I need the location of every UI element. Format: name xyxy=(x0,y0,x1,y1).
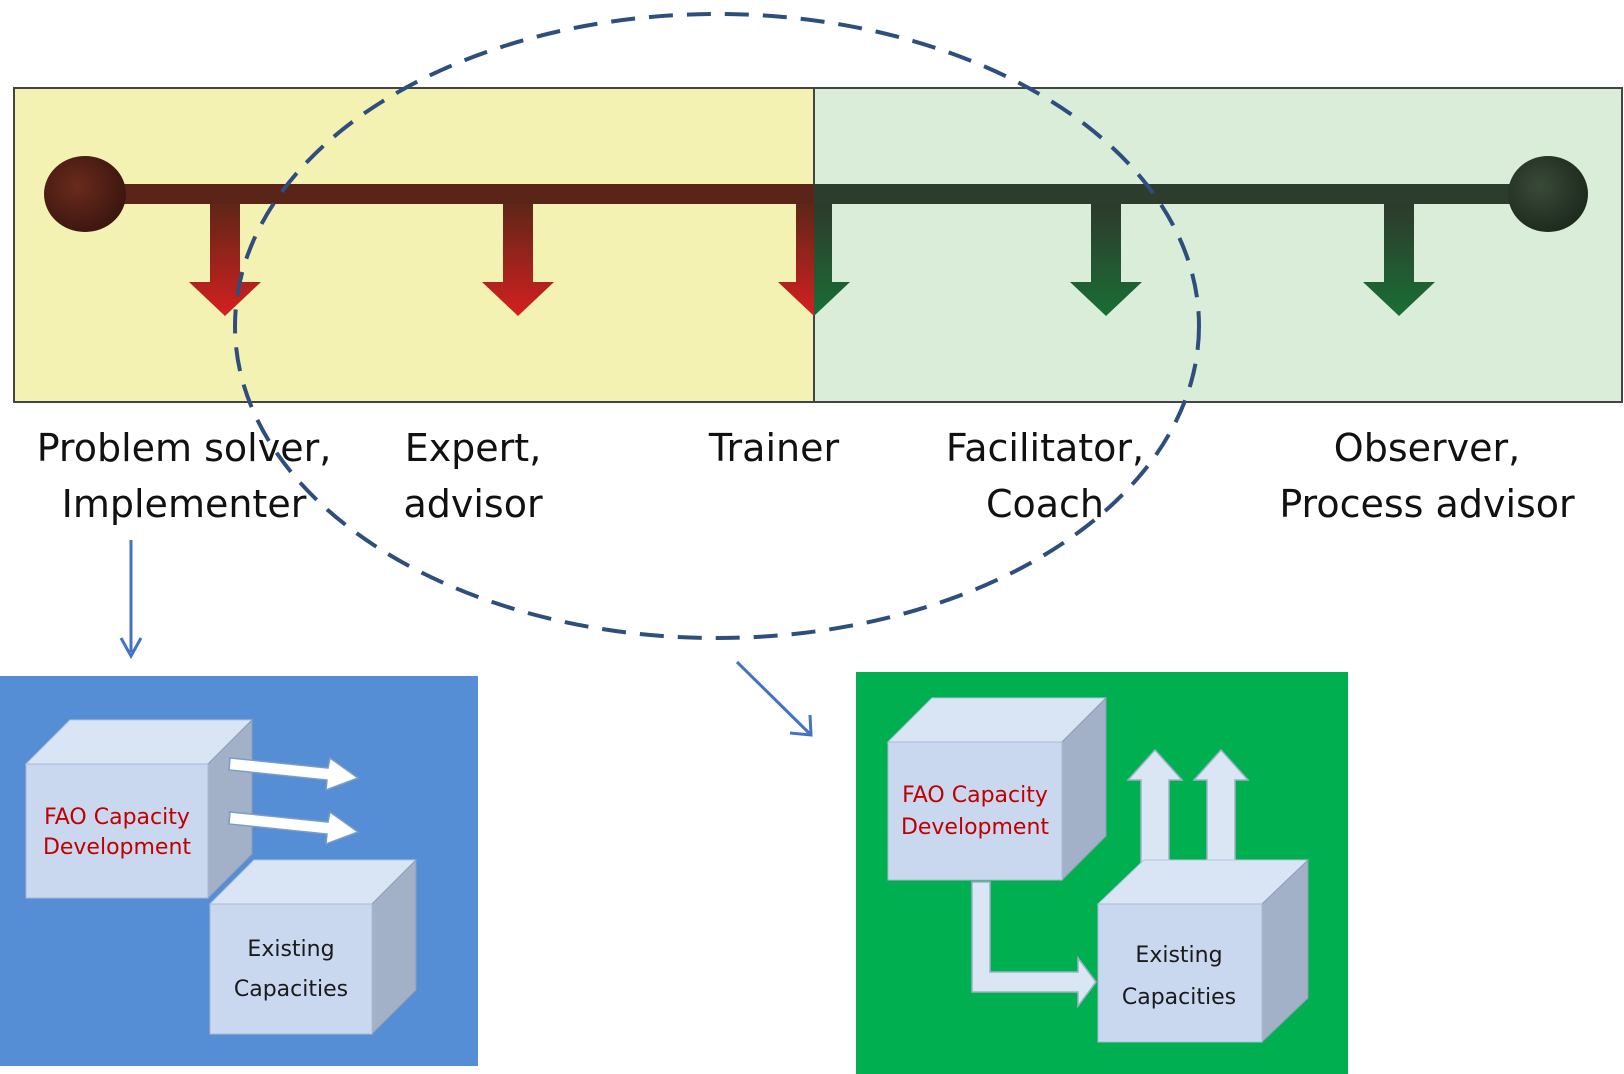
role-trainer-line1: Trainer xyxy=(708,426,840,470)
dashed-ellipse xyxy=(233,12,1201,640)
role-facilitator-line2: Coach xyxy=(985,482,1105,526)
role-label-problem-solver: Problem solver, Implementer xyxy=(34,420,334,532)
role-label-facilitator: Facilitator, Coach xyxy=(920,420,1170,532)
left-diagram: Existing Capacities FAO Capacity Develop… xyxy=(0,676,478,1066)
right-existing-line1: Existing xyxy=(1135,943,1222,968)
role-label-observer: Observer, Process advisor xyxy=(1262,420,1592,532)
role-expert-line2: advisor xyxy=(403,482,543,526)
down-arrow-trainer-green xyxy=(814,204,850,316)
arrow-to-right-diagram xyxy=(735,660,813,737)
right-fao-cube: FAO Capacity Development xyxy=(886,696,1108,882)
left-fao-line1: FAO Capacity xyxy=(44,805,190,830)
left-existing-line1: Existing xyxy=(247,937,334,962)
down-arrow-facilitator xyxy=(1070,204,1142,316)
right-fao-line1: FAO Capacity xyxy=(902,783,1048,808)
right-existing-line2: Capacities xyxy=(1122,985,1236,1010)
left-fao-cube: FAO Capacity Development xyxy=(24,718,254,900)
left-end-dot xyxy=(44,156,126,232)
role-label-expert: Expert, advisor xyxy=(378,420,568,532)
arrow-to-left-diagram xyxy=(119,540,143,660)
left-transfer-arrow-top xyxy=(228,756,360,792)
left-transfer-arrow-bottom xyxy=(228,810,360,846)
down-arrow-trainer-red xyxy=(778,204,814,316)
left-panel xyxy=(13,87,815,403)
role-observer-line2: Process advisor xyxy=(1279,482,1575,526)
spectrum-bar xyxy=(13,87,1623,403)
role-facilitator-line1: Facilitator, xyxy=(945,426,1145,470)
right-diagram: Existing Capacities FAO Capacity Develop… xyxy=(856,672,1348,1074)
right-end-dot xyxy=(1508,156,1588,232)
role-observer-line1: Observer, xyxy=(1333,426,1521,470)
right-panel xyxy=(813,87,1623,403)
down-arrow-problem-solver xyxy=(189,204,261,316)
role-problem-solver-line2: Implementer xyxy=(61,482,307,526)
role-problem-solver-line1: Problem solver, xyxy=(36,426,332,470)
right-existing-cube: Existing Capacities xyxy=(1096,858,1310,1044)
left-existing-cube: Existing Capacities xyxy=(208,858,418,1036)
role-label-trainer: Trainer xyxy=(684,420,864,476)
left-fao-line2: Development xyxy=(43,835,191,860)
right-fao-line2: Development xyxy=(901,815,1049,840)
right-elbow-arrow xyxy=(971,881,1097,1009)
down-arrow-expert xyxy=(482,204,554,316)
down-arrow-observer xyxy=(1363,204,1435,316)
role-expert-line1: Expert, xyxy=(404,426,542,470)
left-existing-line2: Capacities xyxy=(234,977,348,1002)
